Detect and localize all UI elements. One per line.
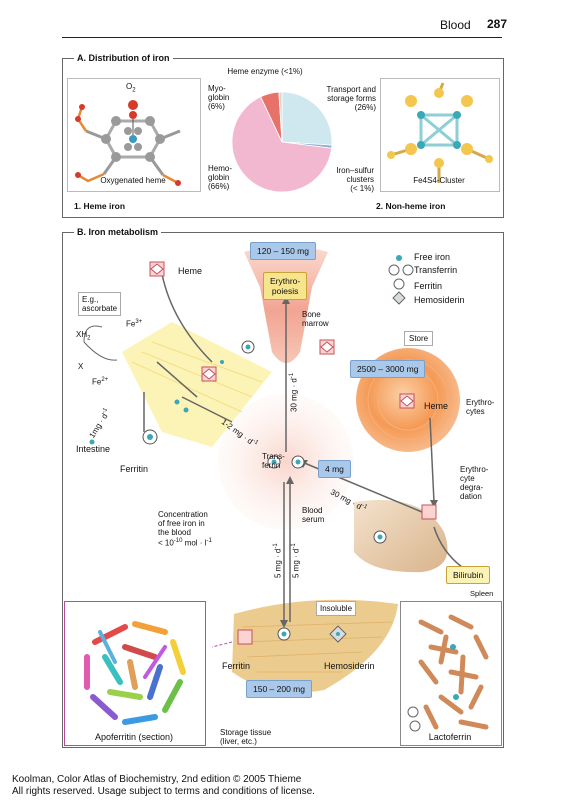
iron-metabolism-artwork (83, 246, 463, 693)
pie-slice-hemoglobin (231, 96, 333, 193)
bilirubin-box: Bilirubin (446, 566, 491, 584)
liver-amount-box: 150 – 200 mg (246, 680, 312, 698)
rate-30mg-vertical-label: 30 mg · d-1 (289, 372, 299, 412)
legend-free-iron: Free iron (414, 252, 451, 262)
marrow-amount-box: 120 – 150 mg (250, 242, 316, 260)
ferritin-liver-label: Ferritin (222, 661, 251, 671)
heme-top-label: Heme (178, 266, 203, 276)
panel-b-title: B. Iron metabolism (74, 227, 162, 237)
footer-line-2: All rights reserved. Usage subject to te… (12, 786, 315, 797)
serum-amount-box: 4 mg (318, 460, 351, 478)
insoluble-label: Insoluble (316, 601, 357, 616)
cluster-caption: Fe4S4-Cluster (413, 176, 465, 185)
legend-transferrin: Transferrin (414, 265, 458, 275)
eg-ascorbate-label: E.g.,ascorbate (78, 292, 122, 316)
x-label: X (78, 362, 84, 371)
transferrin-center-label: Trans-ferrin (262, 452, 285, 470)
erythropoiesis-box: Erythro-poiesis (263, 272, 308, 300)
pie-label-hemoglobin: Hemo-globin(66%) (208, 164, 233, 191)
heme-molecule-image (75, 100, 181, 186)
heme-rbc-label: Heme (424, 401, 449, 411)
header-rule (62, 37, 502, 38)
pie-label-heme-enzyme: Heme enzyme (<1%) (227, 67, 303, 76)
apoferritin-frame (64, 601, 206, 746)
hemosiderin-liver-label: Hemosiderin (324, 661, 375, 671)
apoferritin-structure-image (84, 621, 186, 725)
panel-a-frame (62, 58, 504, 218)
lactoferrin-structure-image (407, 614, 489, 732)
page-number: 287 (487, 17, 508, 31)
pie-label-myoglobin: Myo-globin(6%) (208, 84, 230, 111)
apoferritin-caption: Apoferritin (section) (94, 732, 174, 742)
rate-5mg-left-label: 5 mg · d-1 (273, 543, 283, 578)
panel-b-frame (62, 232, 504, 748)
intestine-label: Intestine (76, 444, 111, 454)
fe3-label: Fe3+ (126, 319, 143, 329)
rate-5mg-right-label: 5 mg · d-1 (291, 543, 301, 578)
running-header-title: Blood (440, 18, 471, 32)
storage-tissue-label: Storage tissue(liver, etc.) (220, 728, 272, 746)
erythrocytes-label: Erythro-cytes (466, 398, 495, 416)
iron-distribution-pie-chart (231, 91, 333, 193)
heme-caption: Oxygenated heme (100, 176, 166, 185)
fe4s4-cluster-frame (380, 78, 500, 192)
o2-label: O2 (126, 82, 136, 94)
pie-slice-heme-enzyme (278, 91, 283, 143)
legend-ferritin: Ferritin (414, 281, 443, 291)
lactoferrin-frame (400, 601, 502, 746)
lactoferrin-caption: Lactoferrin (428, 732, 472, 742)
nonheme-iron-label: 2. Non-heme iron (376, 201, 446, 211)
xh2-label: XH2 (76, 330, 91, 342)
heme-iron-label: 1. Heme iron (74, 201, 126, 211)
erythrocyte-amount-box: 2500 – 3000 mg (350, 360, 426, 378)
footer-line-1: Koolman, Color Atlas of Biochemistry, 2n… (12, 774, 302, 785)
panel-a-title: A. Distribution of iron (74, 53, 173, 63)
legend-hemosiderin: Hemosiderin (414, 295, 465, 305)
ferritin-intestine-label: Ferritin (120, 464, 149, 474)
fe4s4-cluster-image (387, 82, 493, 183)
fe2-label: Fe2+ (92, 377, 109, 387)
spleen-label: Spleen (470, 589, 494, 598)
store-label: Store (404, 331, 434, 346)
pie-slice-transport-and-storage-forms (281, 91, 333, 146)
heme-molecule-frame (67, 78, 201, 192)
